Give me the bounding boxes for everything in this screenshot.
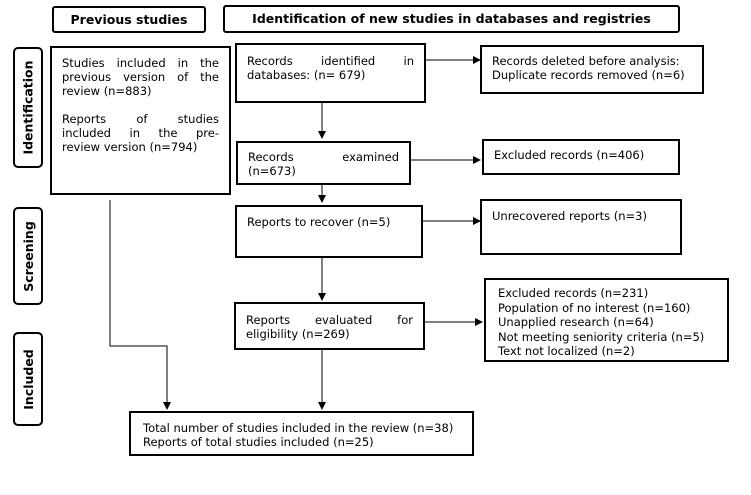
records-identified-box: Records identified in databases: (n= 679… bbox=[235, 43, 426, 103]
reports-evaluated-box: Reports evaluated for eligibility (n=269… bbox=[234, 302, 425, 350]
records-identified-line1: Records identified in bbox=[247, 54, 414, 68]
header-new-label: Identification of new studies in databas… bbox=[252, 11, 651, 26]
records-identified-line2: databases: (n= 679) bbox=[247, 68, 366, 82]
header-previous-studies: Previous studies bbox=[52, 6, 206, 33]
arrow-previous-to-total bbox=[109, 200, 171, 410]
reports-evaluated-line2: eligibility (n=269) bbox=[246, 327, 350, 341]
records-deleted-line1: Records deleted before analysis: bbox=[492, 54, 680, 68]
excluded-records-box: Excluded records (n=406) bbox=[482, 139, 680, 175]
total-reports-line: Reports of total studies included (n=25) bbox=[143, 435, 374, 449]
previous-reports-line3: review version (n=794) bbox=[62, 140, 198, 154]
previous-studies-box: Studies included in the previous version… bbox=[50, 46, 231, 195]
unrecovered-text: Unrecovered reports (n=3) bbox=[492, 209, 647, 223]
phase-screening: Screening bbox=[13, 207, 43, 305]
unrecovered-box: Unrecovered reports (n=3) bbox=[480, 199, 682, 255]
previous-studies-line2: previous version of the bbox=[62, 70, 219, 84]
phase-identification-label: Identification bbox=[20, 60, 36, 155]
reports-recover-text: Reports to recover (n=5) bbox=[247, 215, 391, 229]
excluded-reports-item: Unapplied research (n=64) bbox=[498, 315, 654, 329]
previous-reports-line1: Reports of studies bbox=[62, 112, 219, 126]
phase-included-label: Included bbox=[20, 348, 36, 410]
phase-identification: Identification bbox=[13, 47, 43, 168]
records-examined-box: Records examined (n=673) bbox=[236, 141, 411, 185]
total-included-box: Total number of studies included in the … bbox=[129, 411, 474, 456]
total-studies-line: Total number of studies included in the … bbox=[143, 421, 454, 435]
previous-reports-line2: included in the pre- bbox=[62, 126, 219, 140]
header-new-studies: Identification of new studies in databas… bbox=[223, 5, 680, 33]
excluded-reports-box: Excluded records (n=231) Population of n… bbox=[484, 278, 729, 362]
excluded-reports-item: Population of no interest (n=160) bbox=[498, 300, 691, 315]
header-previous-label: Previous studies bbox=[70, 11, 188, 27]
records-examined-line2: (n=673) bbox=[248, 164, 296, 178]
excluded-reports-item: Text not localized (n=2) bbox=[498, 344, 635, 358]
excluded-reports-item: Excluded records (n=231) bbox=[498, 286, 649, 300]
records-deleted-line2: Duplicate records removed (n=6) bbox=[492, 68, 685, 82]
previous-studies-line1: Studies included in the bbox=[62, 56, 219, 70]
excluded-records-text: Excluded records (n=406) bbox=[494, 148, 645, 162]
reports-recover-box: Reports to recover (n=5) bbox=[235, 205, 423, 258]
reports-evaluated-line1: Reports evaluated for bbox=[246, 313, 413, 327]
excluded-reports-item: Not meeting seniority criteria (n=5) bbox=[498, 329, 705, 344]
records-examined-line1: Records examined bbox=[248, 150, 399, 164]
previous-studies-line3: review (n=883) bbox=[62, 84, 152, 98]
records-deleted-box: Records deleted before analysis: Duplica… bbox=[480, 45, 704, 94]
phase-included: Included bbox=[13, 332, 43, 426]
phase-screening-label: Screening bbox=[20, 220, 36, 292]
